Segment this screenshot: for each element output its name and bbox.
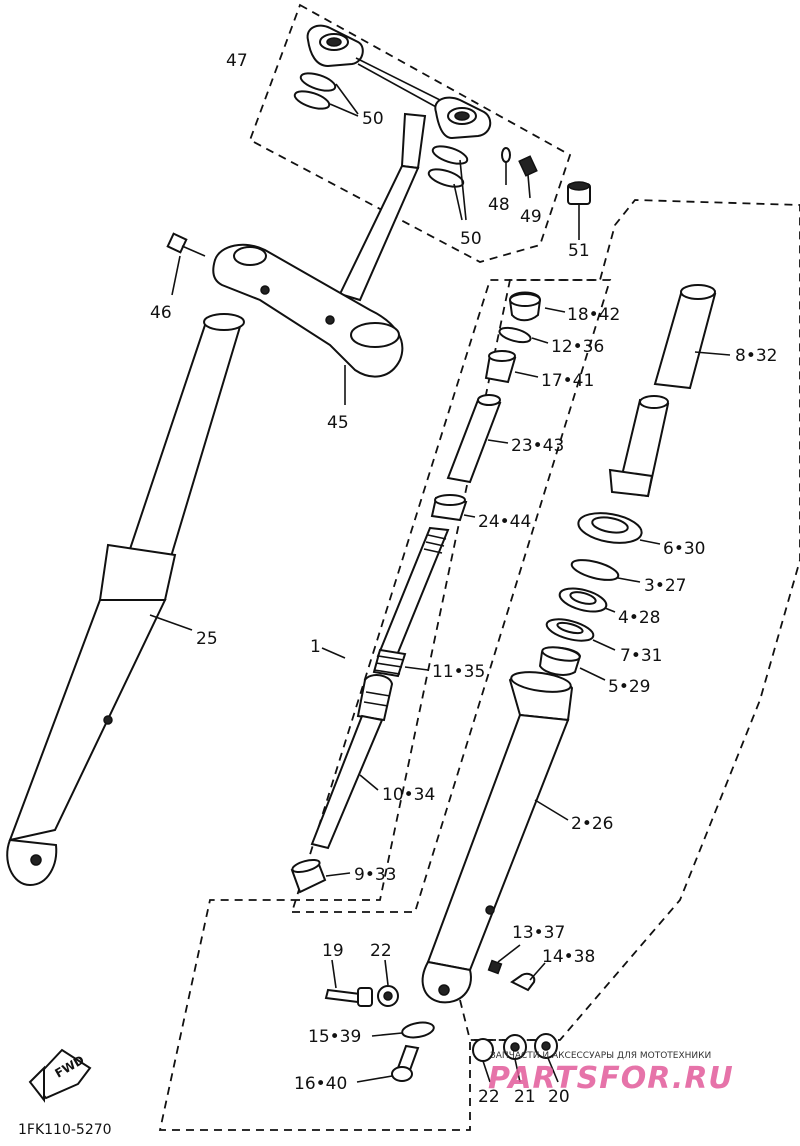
callout-8-32: 8•32: [735, 346, 777, 366]
clip-3: [570, 559, 641, 583]
callout-11-35: 11•35: [432, 662, 485, 682]
collar-23: [446, 394, 509, 484]
cotter-pin-48: [501, 147, 511, 185]
forward-direction-arrow-icon: [28, 1048, 92, 1103]
slide-metal-5: [538, 646, 606, 681]
callout-17-41: 17•41: [541, 371, 594, 391]
callout-22-right: 22: [478, 1087, 500, 1107]
washer-22-right: [472, 1038, 494, 1083]
inner-kit-box-left: [291, 279, 612, 913]
handlebar-clamp-assembly: [306, 24, 492, 140]
fork-spring: [376, 526, 450, 662]
callout-19: 19: [322, 941, 344, 961]
outer-tube-2: [421, 671, 574, 1004]
callout-12-36: 12•36: [551, 337, 604, 357]
callout-45: 45: [327, 413, 349, 433]
seat-24: [430, 494, 476, 522]
callout-51: 51: [568, 241, 590, 261]
drain-bolt-13: [487, 944, 521, 975]
oil-lock-piece-9: [290, 858, 351, 894]
leader-kit-1: [321, 647, 346, 659]
callout-4-28: 4•28: [618, 608, 660, 628]
callout-9-33: 9•33: [354, 865, 396, 885]
under-bracket: [212, 243, 404, 405]
dust-seal-6: [577, 512, 661, 545]
callout-6-30: 6•30: [663, 539, 705, 559]
handlebar-group-box: [248, 3, 572, 263]
callout-15-39: 15•39: [308, 1027, 361, 1047]
inner-tube-lower: [608, 395, 670, 498]
callout-22-left: 22: [370, 941, 392, 961]
callout-46: 46: [150, 303, 172, 323]
nut-21: [503, 1034, 527, 1083]
nut-20: [534, 1033, 559, 1083]
fork-leg-assembled-25: [6, 313, 245, 887]
spacer-washers-upper: [293, 72, 359, 117]
callout-5-29: 5•29: [608, 677, 650, 697]
rebound-spring-11: [372, 648, 429, 678]
callout-labels: 47 50 48 49 50 51 46 45 18•42 12•36 17•4…: [150, 51, 777, 1107]
callout-25: 25: [196, 629, 218, 649]
callout-1: 1: [310, 637, 321, 657]
callout-7-31: 7•31: [620, 646, 662, 666]
callout-14-38: 14•38: [542, 947, 595, 967]
callout-49: 49: [520, 207, 542, 227]
washer-7: [545, 618, 616, 651]
callout-47: 47: [226, 51, 248, 71]
o-ring-12: [498, 326, 549, 344]
cap-51: [567, 181, 591, 240]
outer-kit-box: [459, 999, 555, 1041]
callout-3-27: 3•27: [644, 576, 686, 596]
diagram-code: 1FK110-5270: [18, 1122, 112, 1138]
callout-10-34: 10•34: [382, 785, 435, 805]
inner-tube-8: [653, 284, 731, 390]
callout-50-upper: 50: [362, 109, 384, 129]
spacer-washers-lower: [427, 145, 469, 221]
oil-seal-4: [558, 587, 616, 613]
callout-21: 21: [514, 1087, 536, 1107]
steering-stem: [338, 112, 427, 302]
damper-rod-10: [310, 674, 394, 850]
bolt-19: [324, 959, 373, 1007]
callout-20: 20: [548, 1087, 570, 1107]
spacer-17: [484, 350, 539, 384]
watermark-brand: PARTSFOR.RU: [488, 1061, 734, 1096]
washer-15: [371, 1021, 435, 1039]
watermark-caption: ЗАПЧАСТИ И АКСЕССУАРЫ ДЛЯ МОТОТЕХНИКИ: [490, 1051, 711, 1061]
bolt-16: [356, 1044, 420, 1083]
callout-50-lower: 50: [460, 229, 482, 249]
callout-23-43: 23•43: [511, 436, 564, 456]
pinch-bolt-46: [166, 232, 206, 296]
grommet-49: [518, 155, 538, 199]
cap-bolt-18: [508, 291, 566, 322]
washer-22-left: [377, 959, 399, 1007]
callout-18-42: 18•42: [567, 305, 620, 325]
callout-2-26: 2•26: [571, 814, 613, 834]
washer-14: [510, 962, 546, 992]
callout-16-40: 16•40: [294, 1074, 347, 1094]
callout-24-44: 24•44: [478, 512, 531, 532]
callout-48: 48: [488, 195, 510, 215]
callout-13-37: 13•37: [512, 923, 565, 943]
fork-assembly-box: [158, 199, 800, 1131]
